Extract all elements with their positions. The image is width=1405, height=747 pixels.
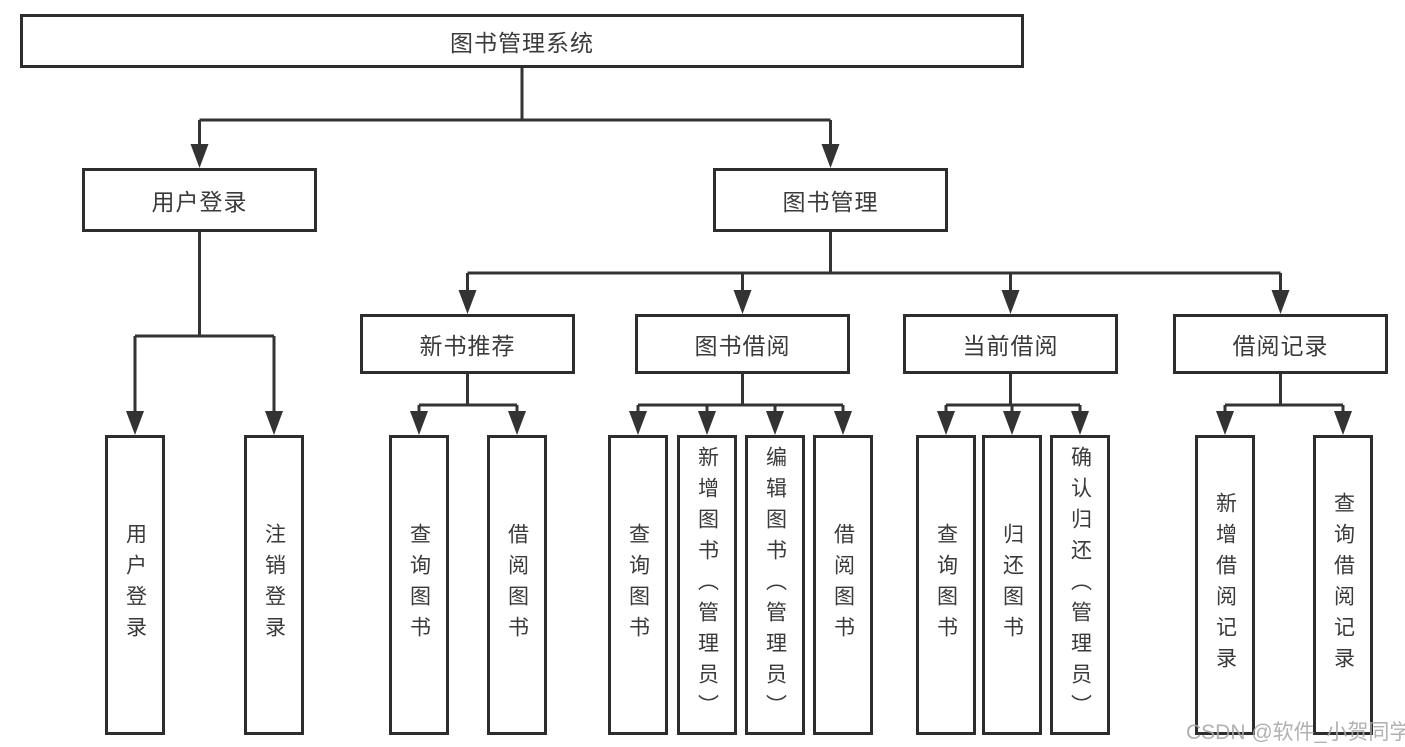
leaf-borrow-borrow-books-label: 借阅图书	[831, 523, 855, 647]
node-current-borrow: 当前借阅	[903, 314, 1118, 374]
node-borrow-records: 借阅记录	[1173, 314, 1388, 374]
node-root-label: 图书管理系统	[450, 30, 594, 56]
node-book-management-label: 图书管理	[782, 189, 879, 215]
leaf-borrow-query-books-label: 查询图书	[626, 523, 650, 647]
leaf-current-confirm-return-admin: 确认归还（管理员）	[1050, 435, 1110, 735]
node-user-login: 用户登录	[82, 168, 317, 232]
node-book-management: 图书管理	[713, 168, 948, 232]
leaf-newrec-query-books-label: 查询图书	[407, 523, 431, 647]
leaf-current-query-books: 查询图书	[916, 435, 976, 735]
leaf-newrec-borrow-books-label: 借阅图书	[505, 523, 529, 647]
leaf-logout-label: 注销登录	[262, 523, 286, 647]
node-user-login-label: 用户登录	[151, 189, 248, 215]
leaf-borrow-edit-books-admin-label: 编辑图书（管理员）	[763, 445, 787, 725]
leaf-user-login: 用户登录	[105, 435, 165, 735]
leaf-borrow-borrow-books: 借阅图书	[813, 435, 873, 735]
leaf-logout: 注销登录	[244, 435, 304, 735]
node-book-borrow: 图书借阅	[635, 314, 850, 374]
node-new-book-recommend-label: 新书推荐	[419, 333, 516, 359]
leaf-borrow-add-books-admin: 新增图书（管理员）	[677, 435, 737, 735]
csdn-watermark: CSDN @软件_小贺同学	[1186, 721, 1405, 744]
node-borrow-records-label: 借阅记录	[1232, 333, 1329, 359]
node-root: 图书管理系统	[20, 14, 1024, 68]
leaf-current-query-books-label: 查询图书	[934, 523, 958, 647]
leaf-records-add-record-label: 新增借阅记录	[1213, 492, 1237, 678]
leaf-user-login-label: 用户登录	[123, 523, 147, 647]
leaf-records-add-record: 新增借阅记录	[1195, 435, 1255, 735]
node-current-borrow-label: 当前借阅	[962, 333, 1059, 359]
leaf-current-confirm-return-admin-label: 确认归还（管理员）	[1068, 445, 1092, 725]
leaf-borrow-query-books: 查询图书	[608, 435, 668, 735]
arrowheads	[126, 144, 1352, 435]
leaf-current-return-books-label: 归还图书	[1000, 523, 1024, 647]
leaf-records-query-record-label: 查询借阅记录	[1331, 492, 1355, 678]
leaf-borrow-add-books-admin-label: 新增图书（管理员）	[695, 445, 719, 725]
node-new-book-recommend: 新书推荐	[360, 314, 575, 374]
node-book-borrow-label: 图书借阅	[694, 333, 791, 359]
leaf-newrec-query-books: 查询图书	[389, 435, 449, 735]
leaf-records-query-record: 查询借阅记录	[1313, 435, 1373, 735]
leaf-borrow-edit-books-admin: 编辑图书（管理员）	[745, 435, 805, 735]
leaf-newrec-borrow-books: 借阅图书	[487, 435, 547, 735]
leaf-current-return-books: 归还图书	[982, 435, 1042, 735]
